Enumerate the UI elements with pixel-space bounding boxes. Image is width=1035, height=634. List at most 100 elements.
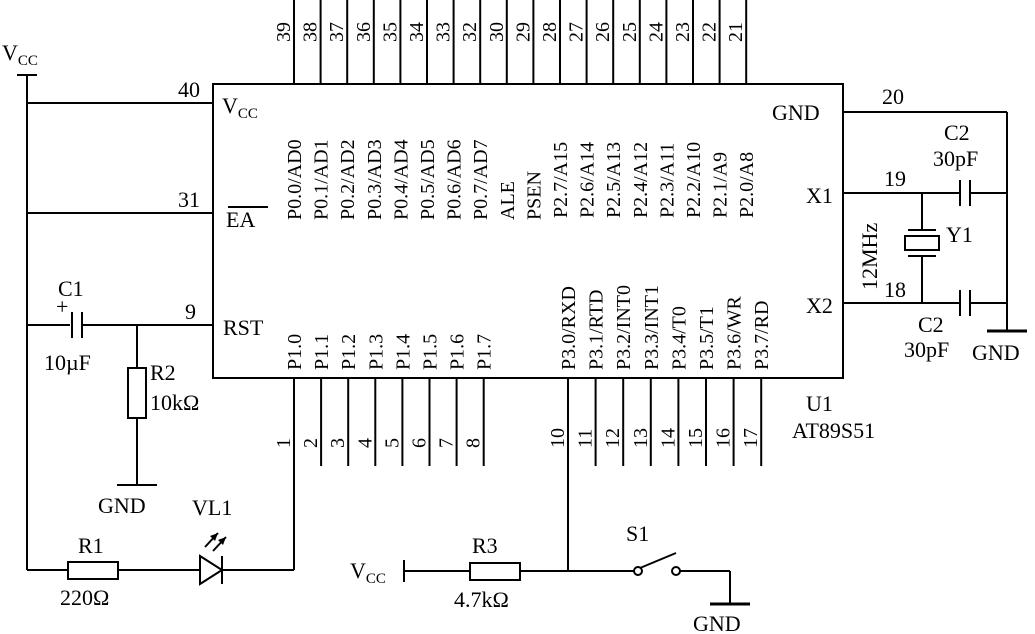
bottom-pin-8-number: 8 [463, 438, 485, 448]
top-pin-30-number: 30 [486, 22, 508, 42]
top-pin-37-label: P0.2/AD2 [337, 139, 359, 220]
chip-body [212, 83, 844, 379]
bottom-pin-15-number: 15 [685, 428, 707, 448]
top-pin-28-label: P2.7/A15 [550, 142, 572, 218]
bottom-pin-12-number: 12 [602, 428, 624, 448]
top-pin-39-label: P0.0/AD0 [284, 139, 306, 220]
bottom-pin-3-label: P1.2 [338, 334, 360, 370]
bottom-pin-13-number: 13 [630, 428, 652, 448]
top-pin-35-label: P0.4/AD4 [390, 139, 412, 220]
top-pin-28-number: 28 [539, 22, 561, 42]
top-pin-27-label: P2.6/A14 [577, 142, 599, 218]
bottom-pin-1-label: P1.0 [284, 334, 306, 370]
bottom-pin-6-number: 6 [409, 438, 431, 448]
pin18-number: 18 [884, 277, 906, 302]
vcc-left-label: VCC [2, 40, 38, 69]
pin20-label: GND [772, 100, 820, 125]
top-pin-23-number: 23 [672, 22, 694, 42]
bottom-pin-16-number: 16 [713, 428, 735, 448]
pin20-number: 20 [882, 84, 904, 109]
c1-name: C1 [58, 276, 84, 301]
top-pin-27-number: 27 [566, 22, 588, 42]
top-pin-30-label: ALE [497, 181, 519, 220]
bottom-pin-10-label: P3.0/RXD [558, 286, 580, 370]
top-pin-38-label: P0.1/AD1 [311, 139, 333, 220]
c2-bot-value: 30pF [904, 337, 949, 362]
r3-value: 4.7kΩ [454, 587, 509, 612]
r2-name: R2 [150, 360, 176, 385]
bottom-pin-4-label: P1.3 [365, 334, 387, 370]
gnd-r2-label: GND [98, 493, 146, 518]
top-pin-38-number: 38 [300, 22, 322, 42]
top-pin-37-number: 37 [326, 22, 348, 42]
top-pin-35-number: 35 [379, 22, 401, 42]
r1-name: R1 [78, 533, 104, 558]
pin9-label: RST [223, 315, 264, 340]
bottom-pin-10-number: 10 [547, 428, 569, 448]
bottom-pin-7-label: P1.6 [447, 334, 469, 370]
top-pin-22-number: 22 [699, 22, 721, 42]
bottom-pin-11-label: P3.1/RTD [586, 290, 608, 370]
r1-value: 220Ω [60, 585, 109, 610]
top-pin-23-label: P2.2/A10 [683, 142, 705, 218]
gnd-right-label: GND [972, 340, 1020, 365]
top-pin-22-label: P2.1/A9 [710, 152, 732, 218]
bottom-pin-7-number: 7 [436, 438, 458, 448]
bottom-pin-2-number: 2 [300, 438, 322, 448]
s1-name: S1 [626, 521, 649, 546]
bottom-pin-15-label: P3.5/T1 [696, 306, 718, 370]
top-pin-36-number: 36 [353, 22, 375, 42]
c1-value: 10µF [44, 350, 91, 375]
chip-part: AT89S51 [792, 418, 875, 443]
bottom-pin-13-label: P3.3/INT1 [641, 285, 663, 370]
top-pin-34-label: P0.5/AD5 [417, 139, 439, 220]
bottom-pin-3-number: 3 [327, 438, 349, 448]
bottom-pin-11-number: 11 [575, 429, 597, 448]
r3-body [469, 562, 521, 581]
top-pin-39-number: 39 [273, 22, 295, 42]
bottom-pin-5-number: 5 [381, 438, 403, 448]
gnd-s1-label: GND [693, 611, 741, 634]
bottom-pin-14-label: P3.4/T0 [668, 306, 690, 370]
pin19-label: X1 [806, 183, 833, 208]
top-pin-29-number: 29 [512, 22, 534, 42]
bottom-pin-16-label: P3.6/WR [724, 295, 746, 370]
top-pin-33-label: P0.6/AD6 [444, 139, 466, 220]
top-pin-25-label: P2.4/A12 [630, 142, 652, 218]
c2-top-value: 30pF [933, 146, 978, 171]
top-pin-34-number: 34 [406, 22, 428, 42]
led-vl1 [199, 532, 294, 586]
chip-ref: U1 [806, 391, 833, 416]
bottom-pin-14-number: 14 [657, 428, 679, 448]
top-pin-21-label: P2.0/A8 [736, 152, 758, 218]
pin40-number: 40 [178, 77, 200, 102]
bottom-pin-17-number: 17 [740, 428, 762, 448]
pin19-number: 19 [884, 166, 906, 191]
top-pin-26-number: 26 [592, 22, 614, 42]
bottom-pin-1-number: 1 [273, 438, 295, 448]
pin18-label: X2 [806, 293, 833, 318]
switch-s1 [633, 552, 750, 606]
top-pin-26-label: P2.5/A13 [603, 142, 625, 218]
top-pin-33-number: 33 [433, 22, 455, 42]
c1-plus: + [56, 294, 68, 319]
bottom-pin-12-label: P3.2/INT0 [613, 285, 635, 370]
bottom-pin-6-label: P1.5 [420, 334, 442, 370]
pin9-number: 9 [185, 299, 196, 324]
top-pin-21-number: 21 [725, 22, 747, 42]
top-pin-24-label: P2.3/A11 [656, 143, 678, 218]
pin40-label: VCC [222, 93, 258, 122]
vl1-name: VL1 [192, 495, 232, 520]
vcc-r3-label: VCC [350, 558, 386, 587]
top-pin-32-number: 32 [459, 22, 481, 42]
bottom-pin-5-label: P1.4 [392, 334, 414, 370]
c2-bot-name: C2 [918, 312, 944, 337]
bottom-pin-2-label: P1.1 [311, 334, 333, 370]
r2-value: 10kΩ [150, 390, 199, 415]
top-pin-25-number: 25 [619, 22, 641, 42]
